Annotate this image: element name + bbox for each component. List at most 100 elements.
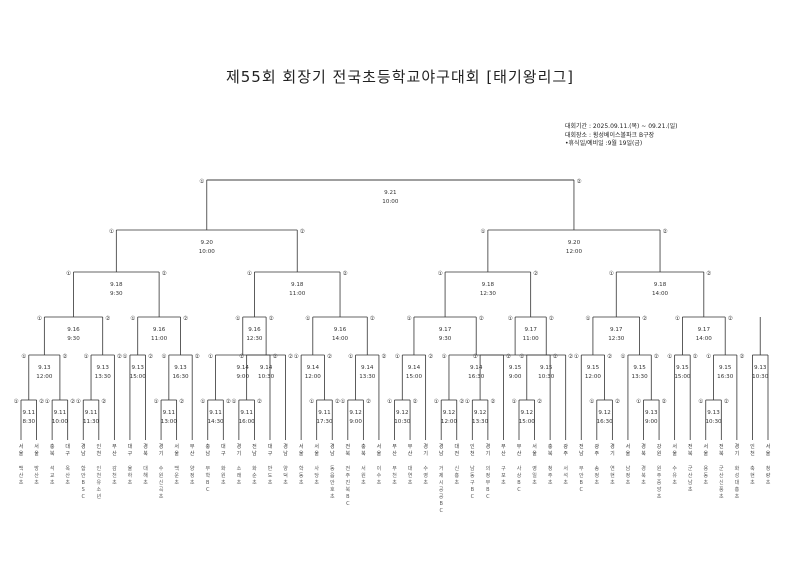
game-time: 12:00 bbox=[441, 419, 458, 425]
team-school: 화 bbox=[252, 466, 257, 472]
team-school: C bbox=[517, 487, 521, 493]
team-school: 인 bbox=[97, 465, 102, 472]
team-region: 서 bbox=[532, 443, 537, 450]
seed-marker: ① bbox=[340, 398, 345, 405]
team-region: 부 bbox=[408, 444, 413, 450]
team-school: 초 bbox=[252, 480, 257, 486]
seed-marker: ② bbox=[428, 353, 433, 360]
team-school: 초 bbox=[548, 480, 553, 486]
team-school: 연 bbox=[610, 465, 615, 472]
page-title: 제55회 회장기 전국초등학교야구대회 [태기왕리그] bbox=[225, 68, 575, 86]
team-school: 래 bbox=[237, 472, 242, 479]
game-date: 9.18 bbox=[654, 282, 667, 288]
team-region: 산 bbox=[190, 450, 195, 457]
seed-marker: ② bbox=[413, 398, 418, 405]
team-school: 초 bbox=[377, 480, 382, 486]
game-date: 9.18 bbox=[110, 282, 123, 288]
team-school: C bbox=[346, 501, 350, 507]
game-date: 9.16 bbox=[248, 327, 261, 333]
game-time: 13:00 bbox=[161, 419, 178, 425]
team-school: 흥 bbox=[454, 472, 459, 479]
game-date: 9.11 bbox=[209, 410, 222, 416]
team-school: 현 bbox=[750, 472, 755, 479]
team-region: 인 bbox=[97, 443, 102, 450]
team-school: 연 bbox=[408, 472, 413, 479]
game-time: 10:30 bbox=[258, 374, 275, 380]
team-region: 남 bbox=[81, 450, 86, 457]
team-school: 량 bbox=[766, 472, 771, 479]
seed-marker: ① bbox=[235, 315, 240, 322]
team-region: 충 bbox=[50, 443, 55, 450]
team-school: 안 bbox=[81, 472, 86, 479]
seed-marker: ① bbox=[161, 353, 166, 360]
game-time: 10:00 bbox=[382, 199, 399, 205]
game-time: 9:30 bbox=[110, 291, 123, 297]
team-school: 초 bbox=[563, 480, 568, 486]
seed-marker: ① bbox=[434, 398, 439, 405]
team-region: 경 bbox=[423, 443, 428, 450]
seed-marker: ② bbox=[576, 178, 581, 185]
team-region: 남 bbox=[579, 450, 584, 457]
team-school: 구 bbox=[470, 480, 475, 486]
team-school: 거 bbox=[439, 465, 444, 472]
team-region: 대 bbox=[268, 443, 273, 450]
team-region: 북 bbox=[641, 451, 646, 457]
game-date: 9.12 bbox=[396, 410, 408, 416]
game-date: 9.13 bbox=[174, 365, 187, 371]
seed-marker: ① bbox=[473, 353, 478, 360]
game-time: 10:30 bbox=[752, 374, 769, 380]
game-time: 13:30 bbox=[472, 419, 489, 425]
team-school: 산 bbox=[19, 472, 24, 479]
seed-marker: ② bbox=[179, 398, 184, 405]
game-date: 9.15 bbox=[587, 365, 600, 371]
tournament-venue: 대회장소 : 횡성베이스볼파크 B구장 bbox=[565, 131, 655, 139]
game-time: 15:00 bbox=[406, 374, 423, 380]
game-date: 9.13 bbox=[754, 365, 767, 371]
team-school: 부 bbox=[392, 466, 397, 472]
team-school: 유 bbox=[672, 473, 677, 479]
team-school: S bbox=[82, 487, 85, 493]
seed-marker: ② bbox=[288, 353, 293, 360]
team-school: 안 bbox=[579, 472, 584, 479]
team-school: 용 bbox=[703, 466, 708, 472]
team-school: 초 bbox=[501, 480, 506, 486]
team-school: 천 bbox=[112, 472, 117, 479]
team-region: 전 bbox=[454, 450, 459, 457]
team-school: B bbox=[486, 487, 490, 493]
team-school: 초 bbox=[532, 480, 537, 486]
game-date: 9.14 bbox=[237, 365, 250, 371]
game-date: 9.11 bbox=[54, 410, 67, 416]
team-region: 기 bbox=[159, 450, 164, 457]
team-region: 경 bbox=[735, 443, 740, 450]
team-region: 충 bbox=[548, 443, 553, 450]
game-date: 9.15 bbox=[633, 365, 646, 371]
team-school: 초 bbox=[610, 480, 615, 486]
seed-marker: ② bbox=[257, 398, 262, 405]
team-school: 일 bbox=[532, 472, 537, 479]
seed-marker: ① bbox=[45, 398, 50, 405]
team-school: 초 bbox=[595, 480, 600, 486]
game-date: 9.21 bbox=[384, 190, 397, 196]
team-school: 초 bbox=[626, 480, 631, 486]
team-school: 수 bbox=[377, 473, 382, 479]
team-region: 천 bbox=[470, 450, 475, 457]
team-school: 유 bbox=[97, 480, 102, 486]
seed-marker: ① bbox=[620, 353, 625, 360]
game-time: 12:30 bbox=[246, 336, 263, 342]
team-school: 초 bbox=[112, 480, 117, 486]
team-region: 북 bbox=[719, 451, 724, 457]
game-date: 9.15 bbox=[719, 365, 732, 371]
team-region: 북 bbox=[688, 451, 693, 457]
team-school: 초 bbox=[392, 480, 397, 486]
team-school: 초 bbox=[50, 480, 55, 486]
team-region: 경 bbox=[439, 443, 444, 450]
team-region: 대 bbox=[454, 443, 459, 450]
team-school: 산 bbox=[688, 472, 693, 479]
team-school: 신 bbox=[159, 479, 164, 486]
team-region: 주 bbox=[595, 451, 600, 457]
team-school: 중 bbox=[657, 480, 662, 486]
game-time: 12:00 bbox=[36, 374, 53, 380]
tournament-rest-day: •휴식일/예비일 :9월 19일(금) bbox=[565, 140, 643, 147]
seed-marker: ② bbox=[335, 398, 340, 405]
